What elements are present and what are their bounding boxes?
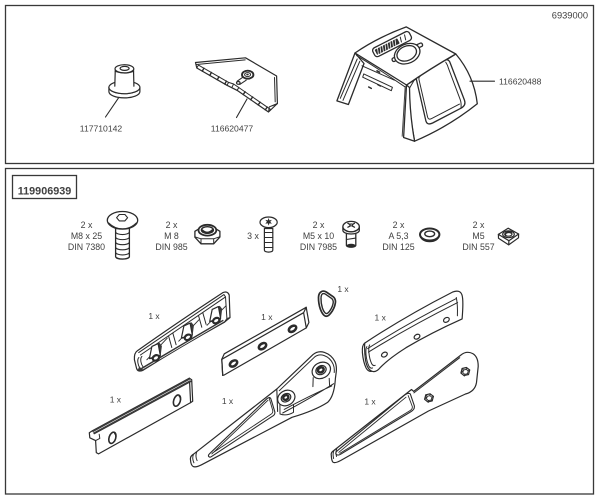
svg-text:M8 x 25: M8 x 25 [71,231,102,241]
svg-text:1 x: 1 x [364,397,376,407]
svg-text:1 x: 1 x [375,313,387,323]
svg-text:6939000: 6939000 [552,11,588,21]
svg-text:2 x: 2 x [313,220,325,230]
svg-text:DIN 7380: DIN 7380 [68,242,105,252]
svg-text:1 x: 1 x [337,284,349,294]
svg-text:1 x: 1 x [261,312,273,322]
svg-text:A 5,3: A 5,3 [388,231,408,241]
svg-text:1 x: 1 x [148,311,160,321]
svg-text:M 8: M 8 [164,231,179,241]
svg-text:M5 x 10: M5 x 10 [303,231,334,241]
svg-text:2 x: 2 x [166,220,178,230]
svg-text:2 x: 2 x [81,220,93,230]
svg-text:119906939: 119906939 [18,185,71,197]
svg-text:DIN 125: DIN 125 [382,242,414,252]
svg-text:116620477: 116620477 [211,124,254,134]
svg-text:DIN 557: DIN 557 [462,242,494,252]
svg-text:1 x: 1 x [222,396,234,406]
svg-text:2 x: 2 x [393,220,405,230]
svg-text:3 x: 3 x [247,231,259,241]
svg-text:DIN 7985: DIN 7985 [300,242,337,252]
svg-text:M5: M5 [472,231,484,241]
svg-text:1 x: 1 x [110,395,122,405]
svg-text:DIN 985: DIN 985 [155,242,187,252]
svg-text:2 x: 2 x [473,220,485,230]
svg-text:117710142: 117710142 [80,124,123,134]
svg-text:116620488: 116620488 [499,76,542,86]
